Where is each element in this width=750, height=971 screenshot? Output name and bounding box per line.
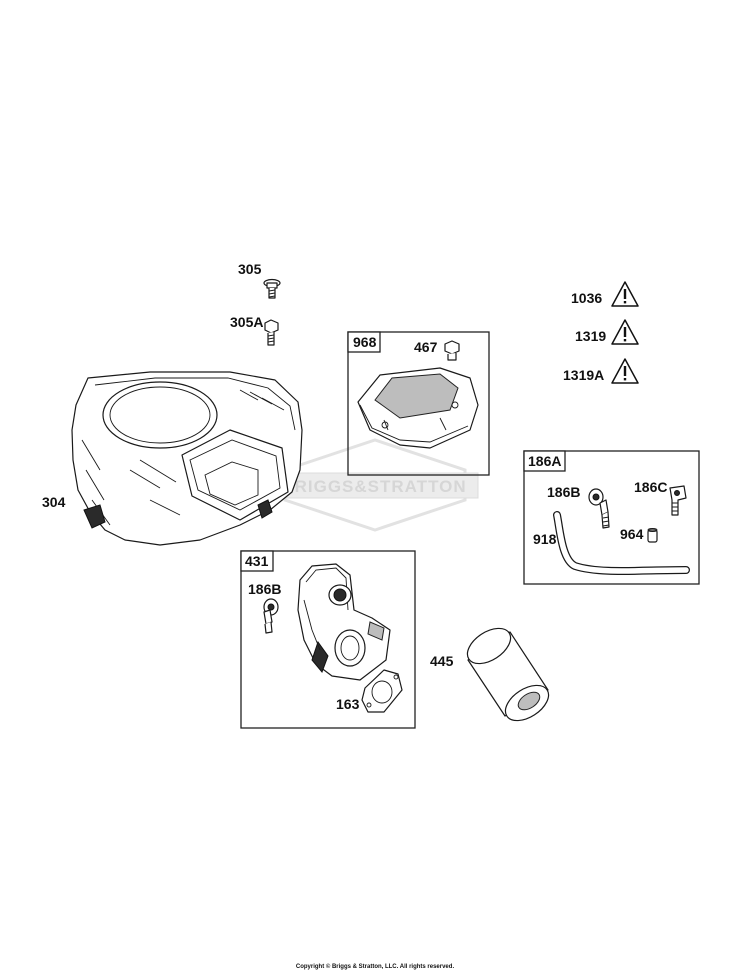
copyright-text: Copyright © Briggs & Stratton, LLC. All … [296,963,455,970]
callout-186C: 186C [634,479,667,495]
callout-1319: 1319 [575,328,606,344]
cap-964 [647,528,658,543]
hose-918 [553,511,690,575]
callout-1036: 1036 [571,290,602,306]
watermark-text: BRIGGS&STRATTON [281,477,466,496]
callout-964: 964 [620,526,644,542]
callout-431: 431 [245,553,269,569]
kit-tag-968 [347,331,381,353]
callout-445: 445 [430,653,454,669]
fitting-186B [263,598,279,634]
warning-triangle-icon [611,358,639,384]
warning-triangle-icon [611,281,639,307]
callout-163: 163 [336,696,360,712]
warning-triangle-icon [611,319,639,345]
kit-tag-186A [523,450,566,472]
callout-968: 968 [353,334,377,350]
air-cleaner-base [297,563,391,681]
air-filter-445 [466,627,550,722]
screw-467 [444,340,460,361]
air-cleaner-cover [357,367,479,449]
callout-186A: 186A [528,453,561,469]
watermark: BRIGGS&STRATTON [267,438,479,532]
bolt-305A [264,319,279,346]
kit-box-431 [240,550,416,729]
callout-186B: 186B [248,581,281,597]
callout-1319A: 1319A [563,367,604,383]
gasket-163 [361,669,403,713]
kit-tag-431 [240,550,274,572]
kit-box-186A [523,450,700,585]
callout-305: 305 [238,261,262,277]
elbow-fitting-186C [669,485,687,516]
callout-467: 467 [414,339,438,355]
callout-918: 918 [533,531,557,547]
blower-housing-304 [71,371,303,546]
kit-box-968 [347,331,490,476]
fitting-186B-kit [588,488,610,529]
callout-305A: 305A [230,314,263,330]
callout-186B-kit: 186B [547,484,580,500]
callout-304: 304 [42,494,66,510]
bolt-305 [263,278,281,299]
